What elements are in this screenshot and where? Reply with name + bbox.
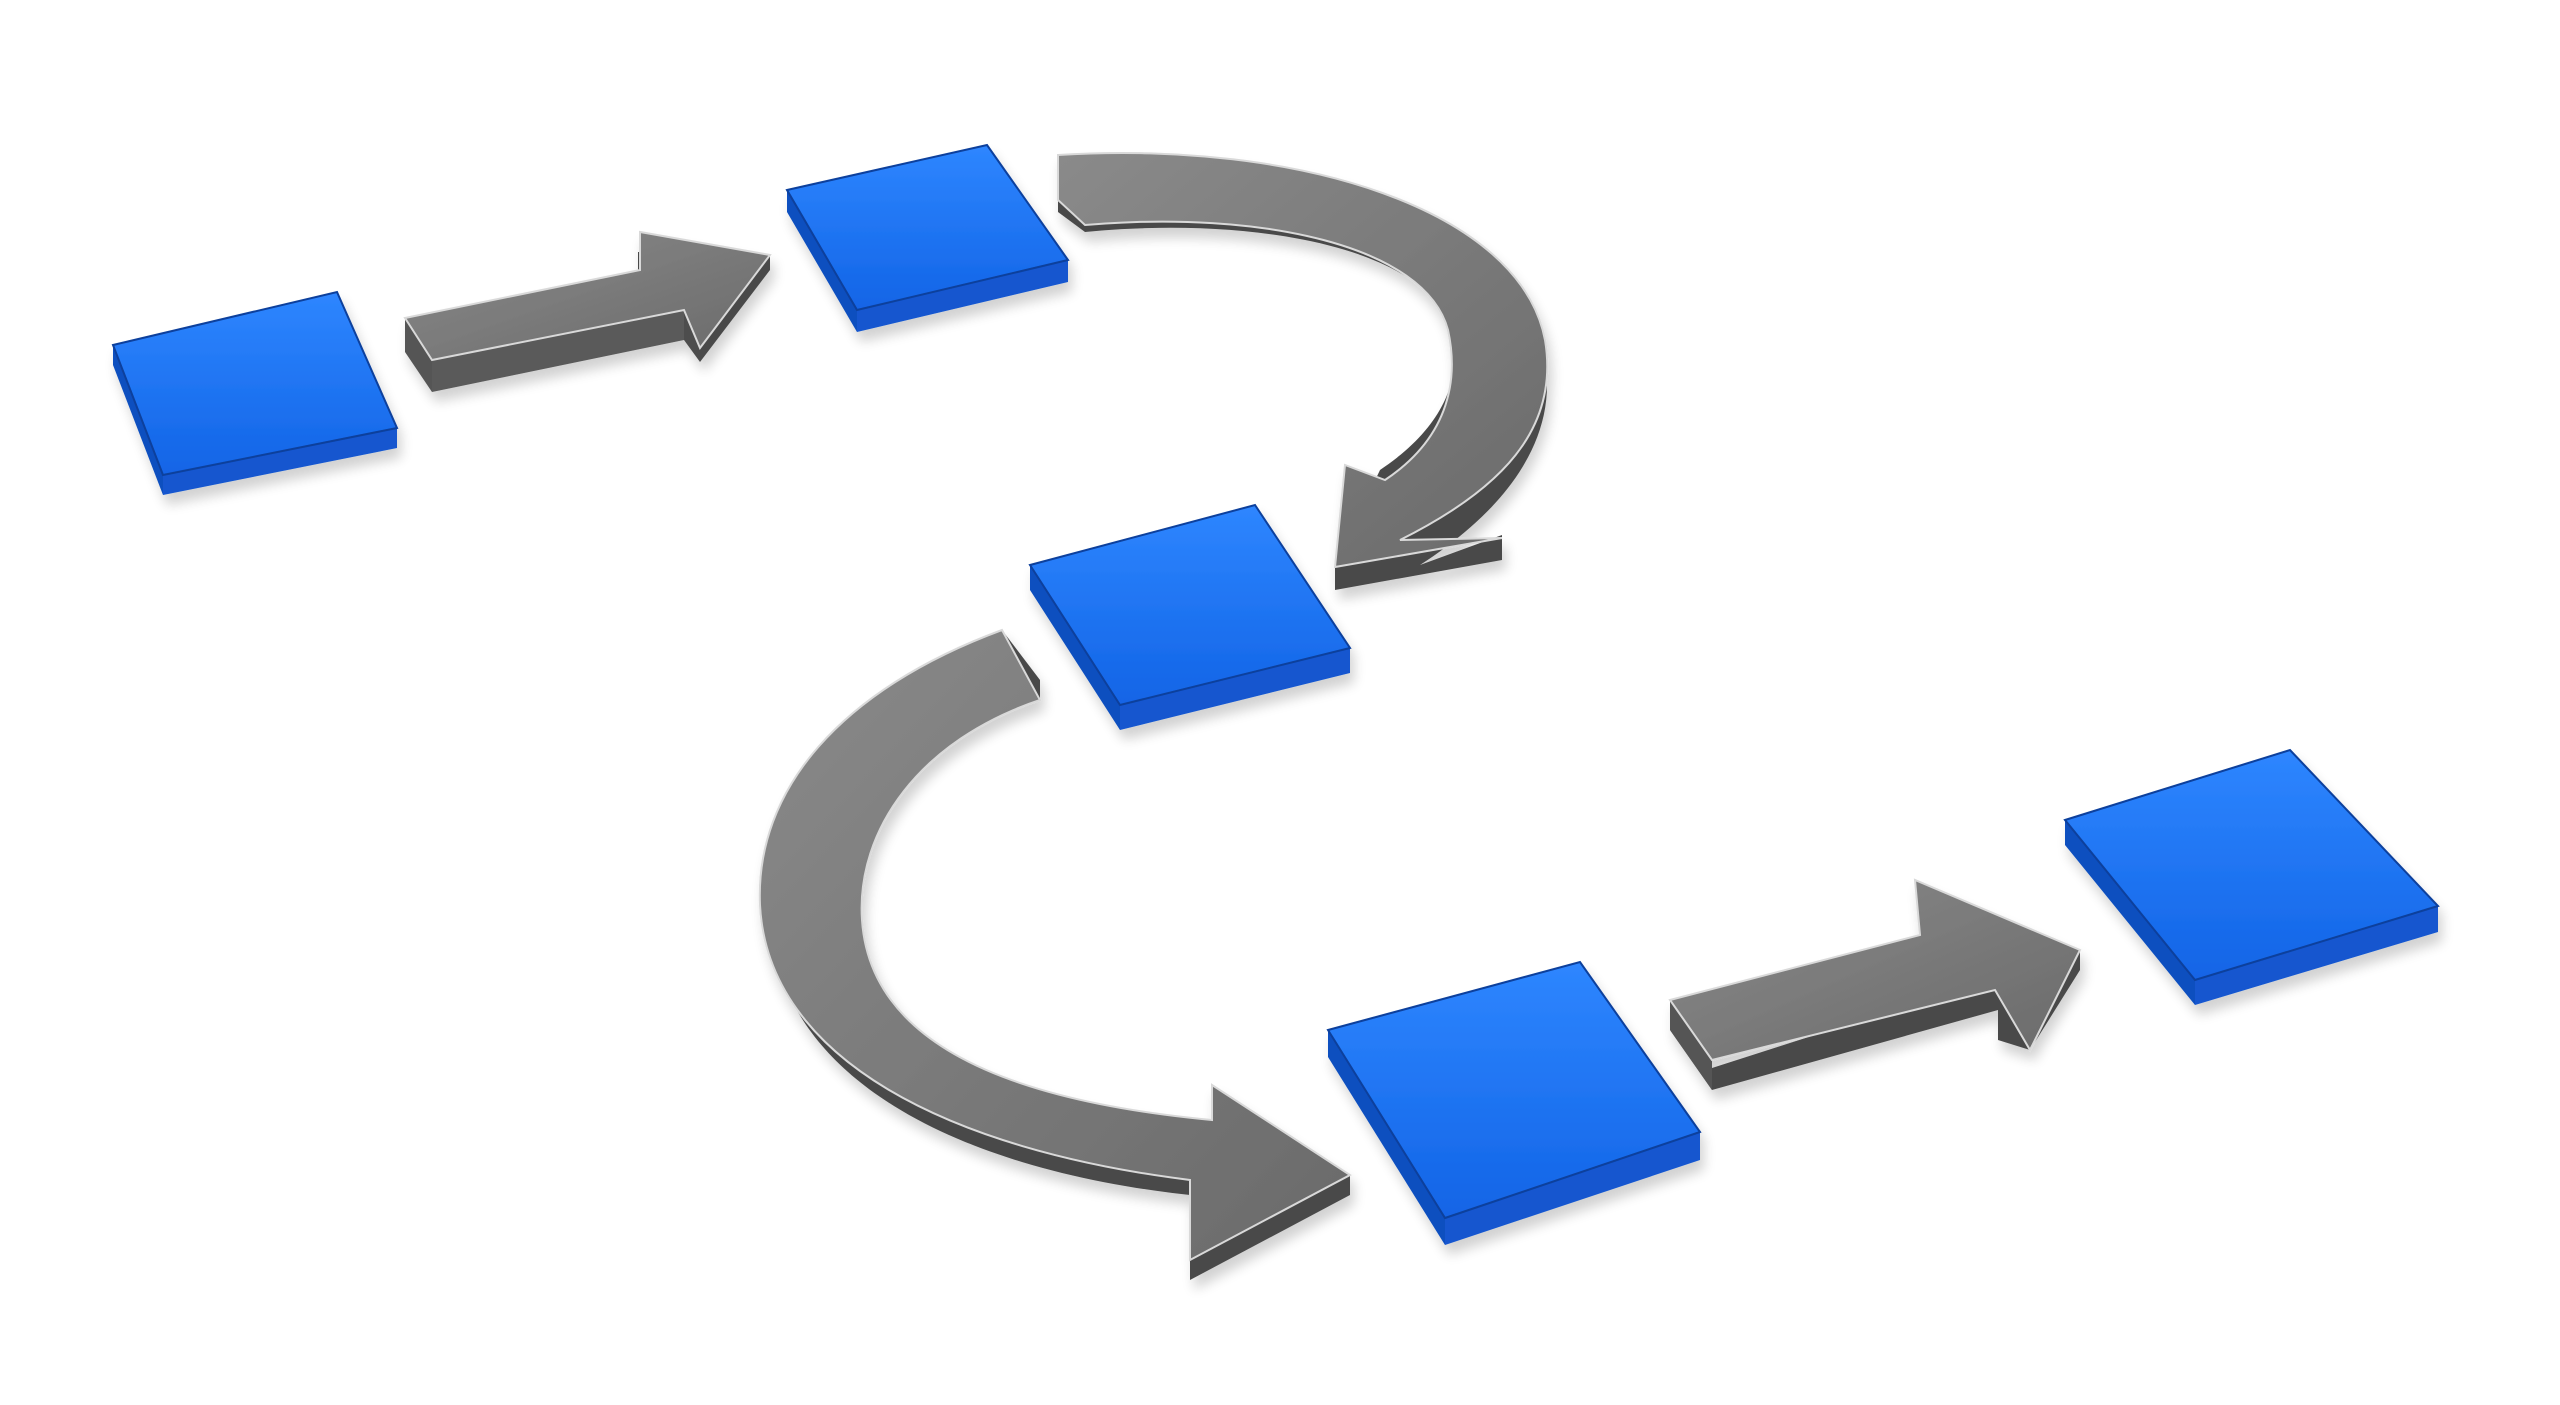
arrow-3 xyxy=(758,628,1352,1280)
process-block-step-3 xyxy=(1028,503,1352,730)
arrow-1 xyxy=(403,230,772,392)
arrow-4 xyxy=(1668,878,2082,1090)
process-block-step-1 xyxy=(111,290,399,495)
process-block-step-4 xyxy=(1326,960,1702,1245)
process-block-step-5 xyxy=(2063,748,2440,1005)
process-block-step-2 xyxy=(785,143,1070,332)
arrow-2 xyxy=(1057,152,1549,590)
